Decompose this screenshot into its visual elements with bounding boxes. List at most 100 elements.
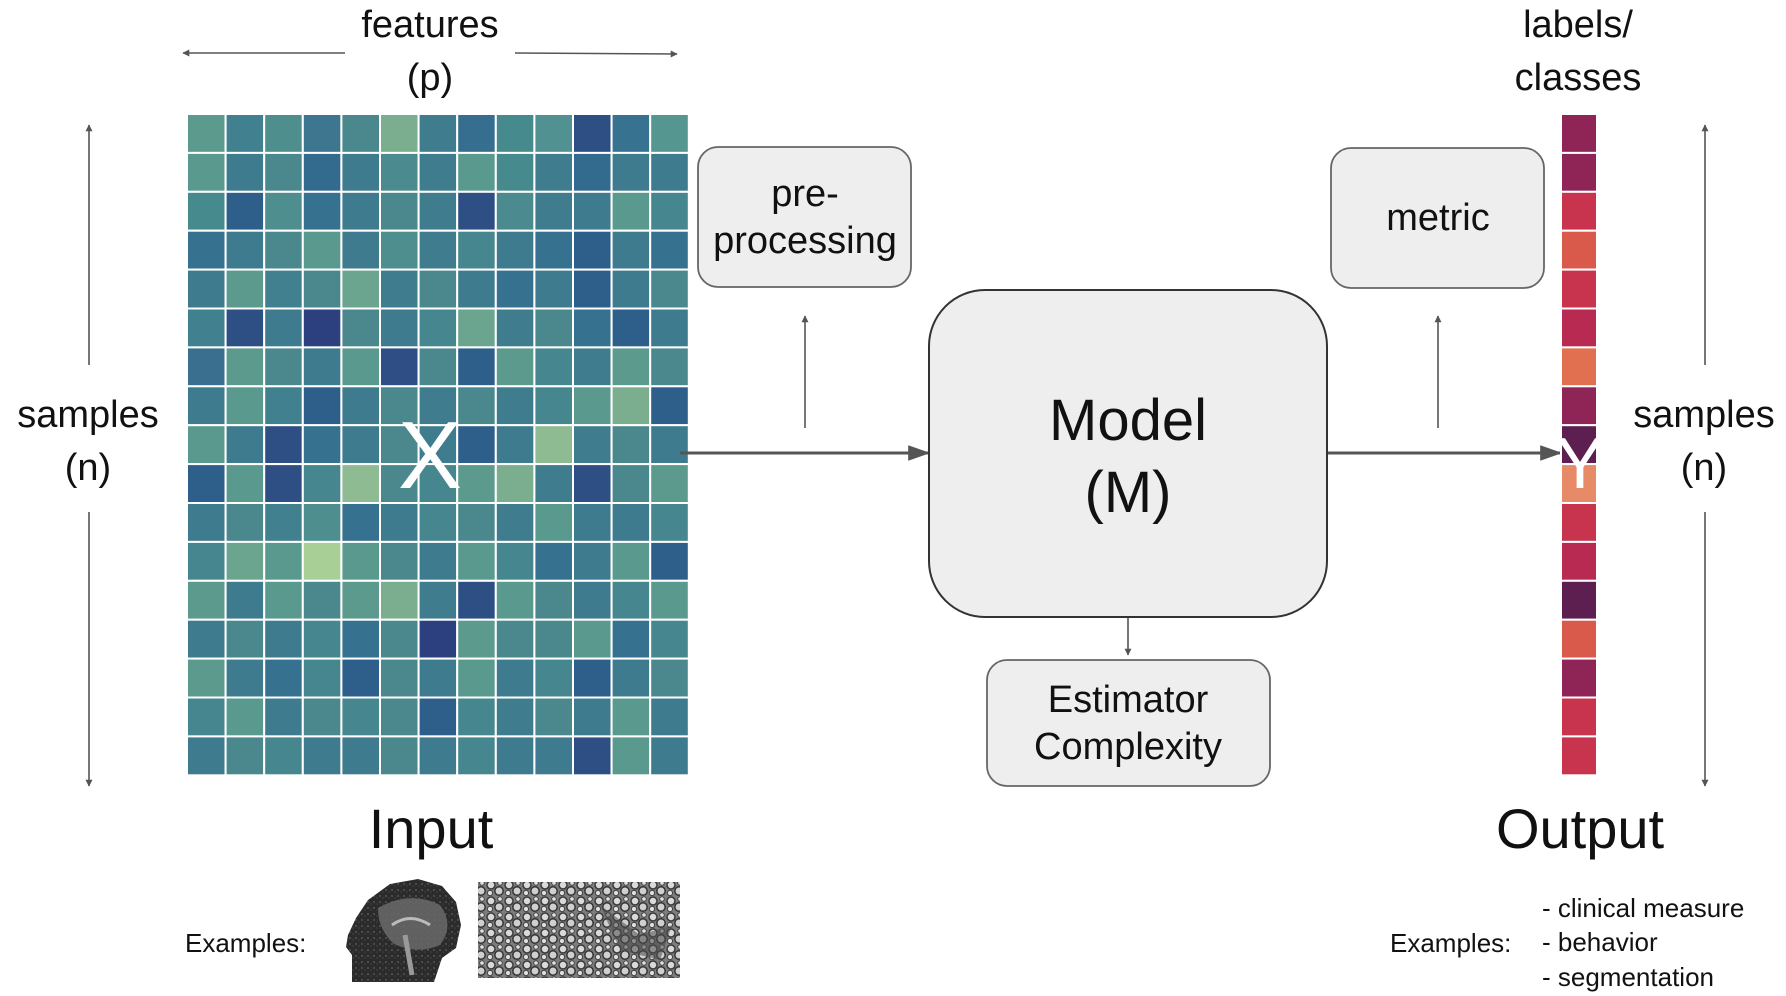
output-examples-label: Examples:	[1390, 928, 1511, 958]
matrix-cell	[301, 502, 343, 543]
label-cell	[1560, 385, 1598, 427]
matrix-cell	[649, 540, 690, 582]
matrix-cell	[224, 540, 266, 582]
model-box	[928, 289, 1328, 618]
matrix-cell	[494, 502, 536, 543]
brain-mri-image	[346, 879, 462, 984]
label-cell	[1560, 463, 1598, 505]
matrix-cell	[263, 346, 304, 388]
matrix-cell	[494, 463, 536, 505]
tissue-microscopy-image	[478, 882, 680, 978]
matrix-cell	[610, 657, 652, 699]
label-cell	[1560, 229, 1598, 271]
matrix-cell	[494, 696, 536, 738]
matrix-cell	[224, 463, 266, 505]
matrix-cell	[417, 579, 459, 621]
matrix-cell	[533, 696, 575, 738]
matrix-cell	[456, 424, 497, 466]
matrix-cell	[340, 579, 381, 621]
matrix-cell	[417, 346, 459, 388]
matrix-cell	[533, 151, 575, 193]
matrix-cell	[494, 579, 536, 621]
label-cell	[1560, 735, 1598, 777]
matrix-cell	[649, 618, 690, 660]
label-cell	[1560, 502, 1598, 543]
matrix-cell	[224, 424, 266, 466]
matrix-cell	[533, 385, 575, 427]
matrix-cell	[340, 190, 381, 232]
matrix-cell	[224, 307, 266, 349]
input-matrix-x	[186, 113, 690, 777]
matrix-cell	[301, 151, 343, 193]
matrix-cell	[572, 113, 613, 154]
matrix-cell	[263, 657, 304, 699]
matrix-cell	[610, 346, 652, 388]
matrix-cell	[572, 307, 613, 349]
label-cell	[1560, 307, 1598, 349]
matrix-cell	[186, 696, 227, 738]
matrix-cell	[610, 424, 652, 466]
matrix-cell	[224, 268, 266, 310]
samples-n-label-left: (n)	[65, 447, 111, 489]
matrix-cell	[456, 346, 497, 388]
output-vector-y	[1560, 113, 1598, 777]
matrix-cell	[224, 385, 266, 427]
complexity-line1: Estimator	[1048, 679, 1209, 721]
label-cell	[1560, 657, 1598, 699]
matrix-cell	[572, 502, 613, 543]
matrix-cell	[610, 696, 652, 738]
output-example-1: - clinical measure	[1542, 893, 1744, 923]
matrix-cell	[340, 735, 381, 777]
matrix-cell	[417, 657, 459, 699]
matrix-cell	[417, 229, 459, 271]
matrix-cell	[340, 113, 381, 154]
matrix-cell	[263, 151, 304, 193]
matrix-cell	[494, 618, 536, 660]
model-m-label: (M)	[1085, 460, 1172, 525]
matrix-cell	[379, 540, 420, 582]
matrix-cell	[456, 502, 497, 543]
label-cell	[1560, 113, 1598, 154]
matrix-cell	[379, 113, 420, 154]
matrix-cell	[417, 307, 459, 349]
matrix-cell	[494, 346, 536, 388]
matrix-cell	[533, 307, 575, 349]
matrix-cell	[301, 307, 343, 349]
matrix-cell	[379, 696, 420, 738]
matrix-cell	[572, 463, 613, 505]
matrix-cell	[186, 385, 227, 427]
matrix-cell	[572, 618, 613, 660]
matrix-cell	[417, 618, 459, 660]
matrix-cell	[224, 735, 266, 777]
matrix-cell	[456, 385, 497, 427]
matrix-cell	[649, 735, 690, 777]
matrix-cell	[417, 151, 459, 193]
matrix-cell	[417, 190, 459, 232]
matrix-cell	[417, 735, 459, 777]
matrix-cell	[379, 268, 420, 310]
matrix-cell	[301, 463, 343, 505]
matrix-cell	[456, 113, 497, 154]
matrix-cell	[533, 735, 575, 777]
matrix-cell	[340, 424, 381, 466]
label-cell	[1560, 424, 1598, 466]
label-cell	[1560, 696, 1598, 738]
matrix-cell	[533, 113, 575, 154]
matrix-cell	[340, 385, 381, 427]
matrix-cell	[649, 463, 690, 505]
matrix-cell	[301, 696, 343, 738]
matrix-cell	[533, 229, 575, 271]
matrix-cell	[533, 540, 575, 582]
matrix-cell	[649, 268, 690, 310]
matrix-cell	[649, 113, 690, 154]
preprocessing-line2: processing	[713, 220, 897, 262]
matrix-cell	[263, 696, 304, 738]
matrix-cell	[494, 190, 536, 232]
vector-y-symbol: Y	[1556, 424, 1604, 504]
matrix-cell	[263, 463, 304, 505]
matrix-cell	[301, 579, 343, 621]
matrix-cell	[572, 346, 613, 388]
matrix-cell	[301, 346, 343, 388]
matrix-cell	[649, 151, 690, 193]
